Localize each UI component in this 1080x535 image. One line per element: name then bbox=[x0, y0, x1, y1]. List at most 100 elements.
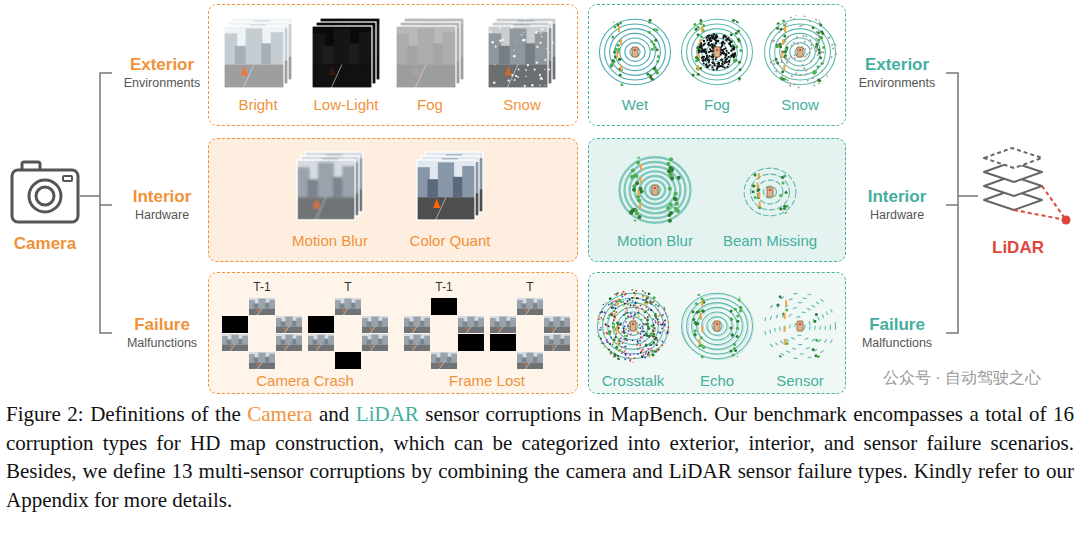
art-circle bbox=[730, 317, 733, 320]
art-circle bbox=[786, 61, 788, 63]
art-circle bbox=[632, 339, 634, 341]
bracket-lines bbox=[80, 73, 978, 333]
art-circle bbox=[659, 314, 661, 316]
art-rect bbox=[784, 26, 786, 32]
art-circle bbox=[733, 55, 735, 57]
art-circle bbox=[716, 49, 718, 51]
art-circle bbox=[697, 26, 700, 29]
art-rect bbox=[495, 321, 500, 326]
art-circle bbox=[722, 64, 724, 66]
art-circle bbox=[623, 338, 625, 340]
art-circle bbox=[815, 50, 817, 52]
art-circle bbox=[708, 37, 710, 39]
art-circle bbox=[636, 161, 640, 165]
art-circle bbox=[619, 350, 621, 352]
art-rect bbox=[701, 26, 703, 32]
art-circle bbox=[654, 320, 656, 322]
art-circle bbox=[806, 73, 808, 75]
art-circle bbox=[706, 66, 708, 68]
art-rect bbox=[296, 318, 302, 327]
art-circle bbox=[821, 32, 824, 35]
art-circle bbox=[638, 315, 640, 317]
art-circle bbox=[614, 48, 617, 51]
art-circle bbox=[644, 357, 646, 359]
art-circle bbox=[618, 339, 620, 341]
art-circle bbox=[630, 313, 632, 315]
art-circle bbox=[548, 22, 550, 24]
art-circle bbox=[804, 15, 806, 17]
art-circle bbox=[653, 318, 655, 320]
art-circle bbox=[650, 348, 652, 350]
art-circle bbox=[658, 305, 660, 307]
art-rect bbox=[371, 317, 378, 327]
art-circle bbox=[661, 327, 663, 329]
frame-edge bbox=[417, 160, 475, 220]
art-circle bbox=[788, 57, 790, 59]
art-circle bbox=[700, 35, 703, 38]
art-ellipse bbox=[785, 312, 815, 340]
art-circle bbox=[706, 39, 708, 41]
art-circle bbox=[649, 76, 652, 79]
art-circle bbox=[797, 69, 799, 71]
corruption-label: Frame Lost bbox=[449, 372, 525, 390]
art-circle bbox=[739, 68, 742, 71]
art-circle bbox=[613, 331, 615, 333]
art-circle bbox=[715, 41, 717, 43]
art-rect bbox=[701, 326, 703, 332]
art-circle bbox=[813, 81, 815, 83]
art-circle bbox=[726, 38, 728, 40]
art-circle bbox=[692, 318, 695, 321]
art-circle bbox=[622, 301, 624, 303]
art-circle bbox=[653, 341, 655, 343]
art-circle bbox=[613, 324, 615, 326]
art-circle bbox=[815, 19, 817, 21]
art-circle bbox=[783, 55, 786, 58]
art-circle bbox=[784, 54, 787, 57]
art-path bbox=[411, 345, 414, 348]
panel-fill bbox=[208, 138, 578, 262]
art-circle bbox=[776, 303, 779, 306]
art-circle bbox=[708, 55, 710, 57]
art-circle bbox=[793, 18, 795, 20]
art-circle bbox=[614, 300, 616, 302]
art-rect bbox=[632, 47, 638, 57]
art-circle bbox=[731, 54, 733, 56]
art-circle bbox=[663, 321, 665, 323]
art-rect bbox=[438, 162, 454, 197]
art-circle bbox=[784, 58, 786, 60]
art-circle bbox=[696, 311, 699, 314]
art-ellipse bbox=[681, 19, 752, 84]
art-circle bbox=[639, 327, 641, 329]
art-circle bbox=[666, 162, 670, 166]
art-path bbox=[283, 345, 286, 348]
art-circle bbox=[804, 56, 806, 58]
art-ellipse bbox=[610, 29, 661, 76]
art-circle bbox=[773, 40, 775, 42]
art-circle bbox=[805, 36, 807, 38]
art-circle bbox=[821, 51, 823, 53]
art-circle bbox=[654, 187, 656, 189]
art-circle bbox=[630, 175, 634, 179]
art-circle bbox=[647, 309, 649, 311]
art-circle bbox=[785, 212, 788, 215]
art-circle bbox=[606, 333, 608, 335]
art-circle bbox=[616, 301, 618, 303]
art-circle bbox=[625, 353, 627, 355]
failed-camera-cell bbox=[222, 316, 248, 333]
art-ellipse bbox=[692, 29, 743, 76]
art-circle bbox=[818, 51, 821, 54]
art-ellipse bbox=[795, 47, 805, 56]
art-circle bbox=[817, 38, 820, 41]
art-circle bbox=[624, 338, 626, 340]
art-circle bbox=[634, 313, 636, 315]
art-ellipse bbox=[698, 308, 739, 345]
art-circle bbox=[610, 337, 612, 339]
art-circle bbox=[726, 58, 728, 60]
art-rect bbox=[462, 166, 475, 197]
art-circle bbox=[541, 28, 543, 30]
art-ellipse bbox=[635, 171, 676, 208]
art-circle bbox=[813, 320, 816, 323]
art-circle bbox=[625, 317, 627, 319]
art-circle bbox=[730, 318, 733, 321]
art-circle bbox=[698, 51, 700, 53]
